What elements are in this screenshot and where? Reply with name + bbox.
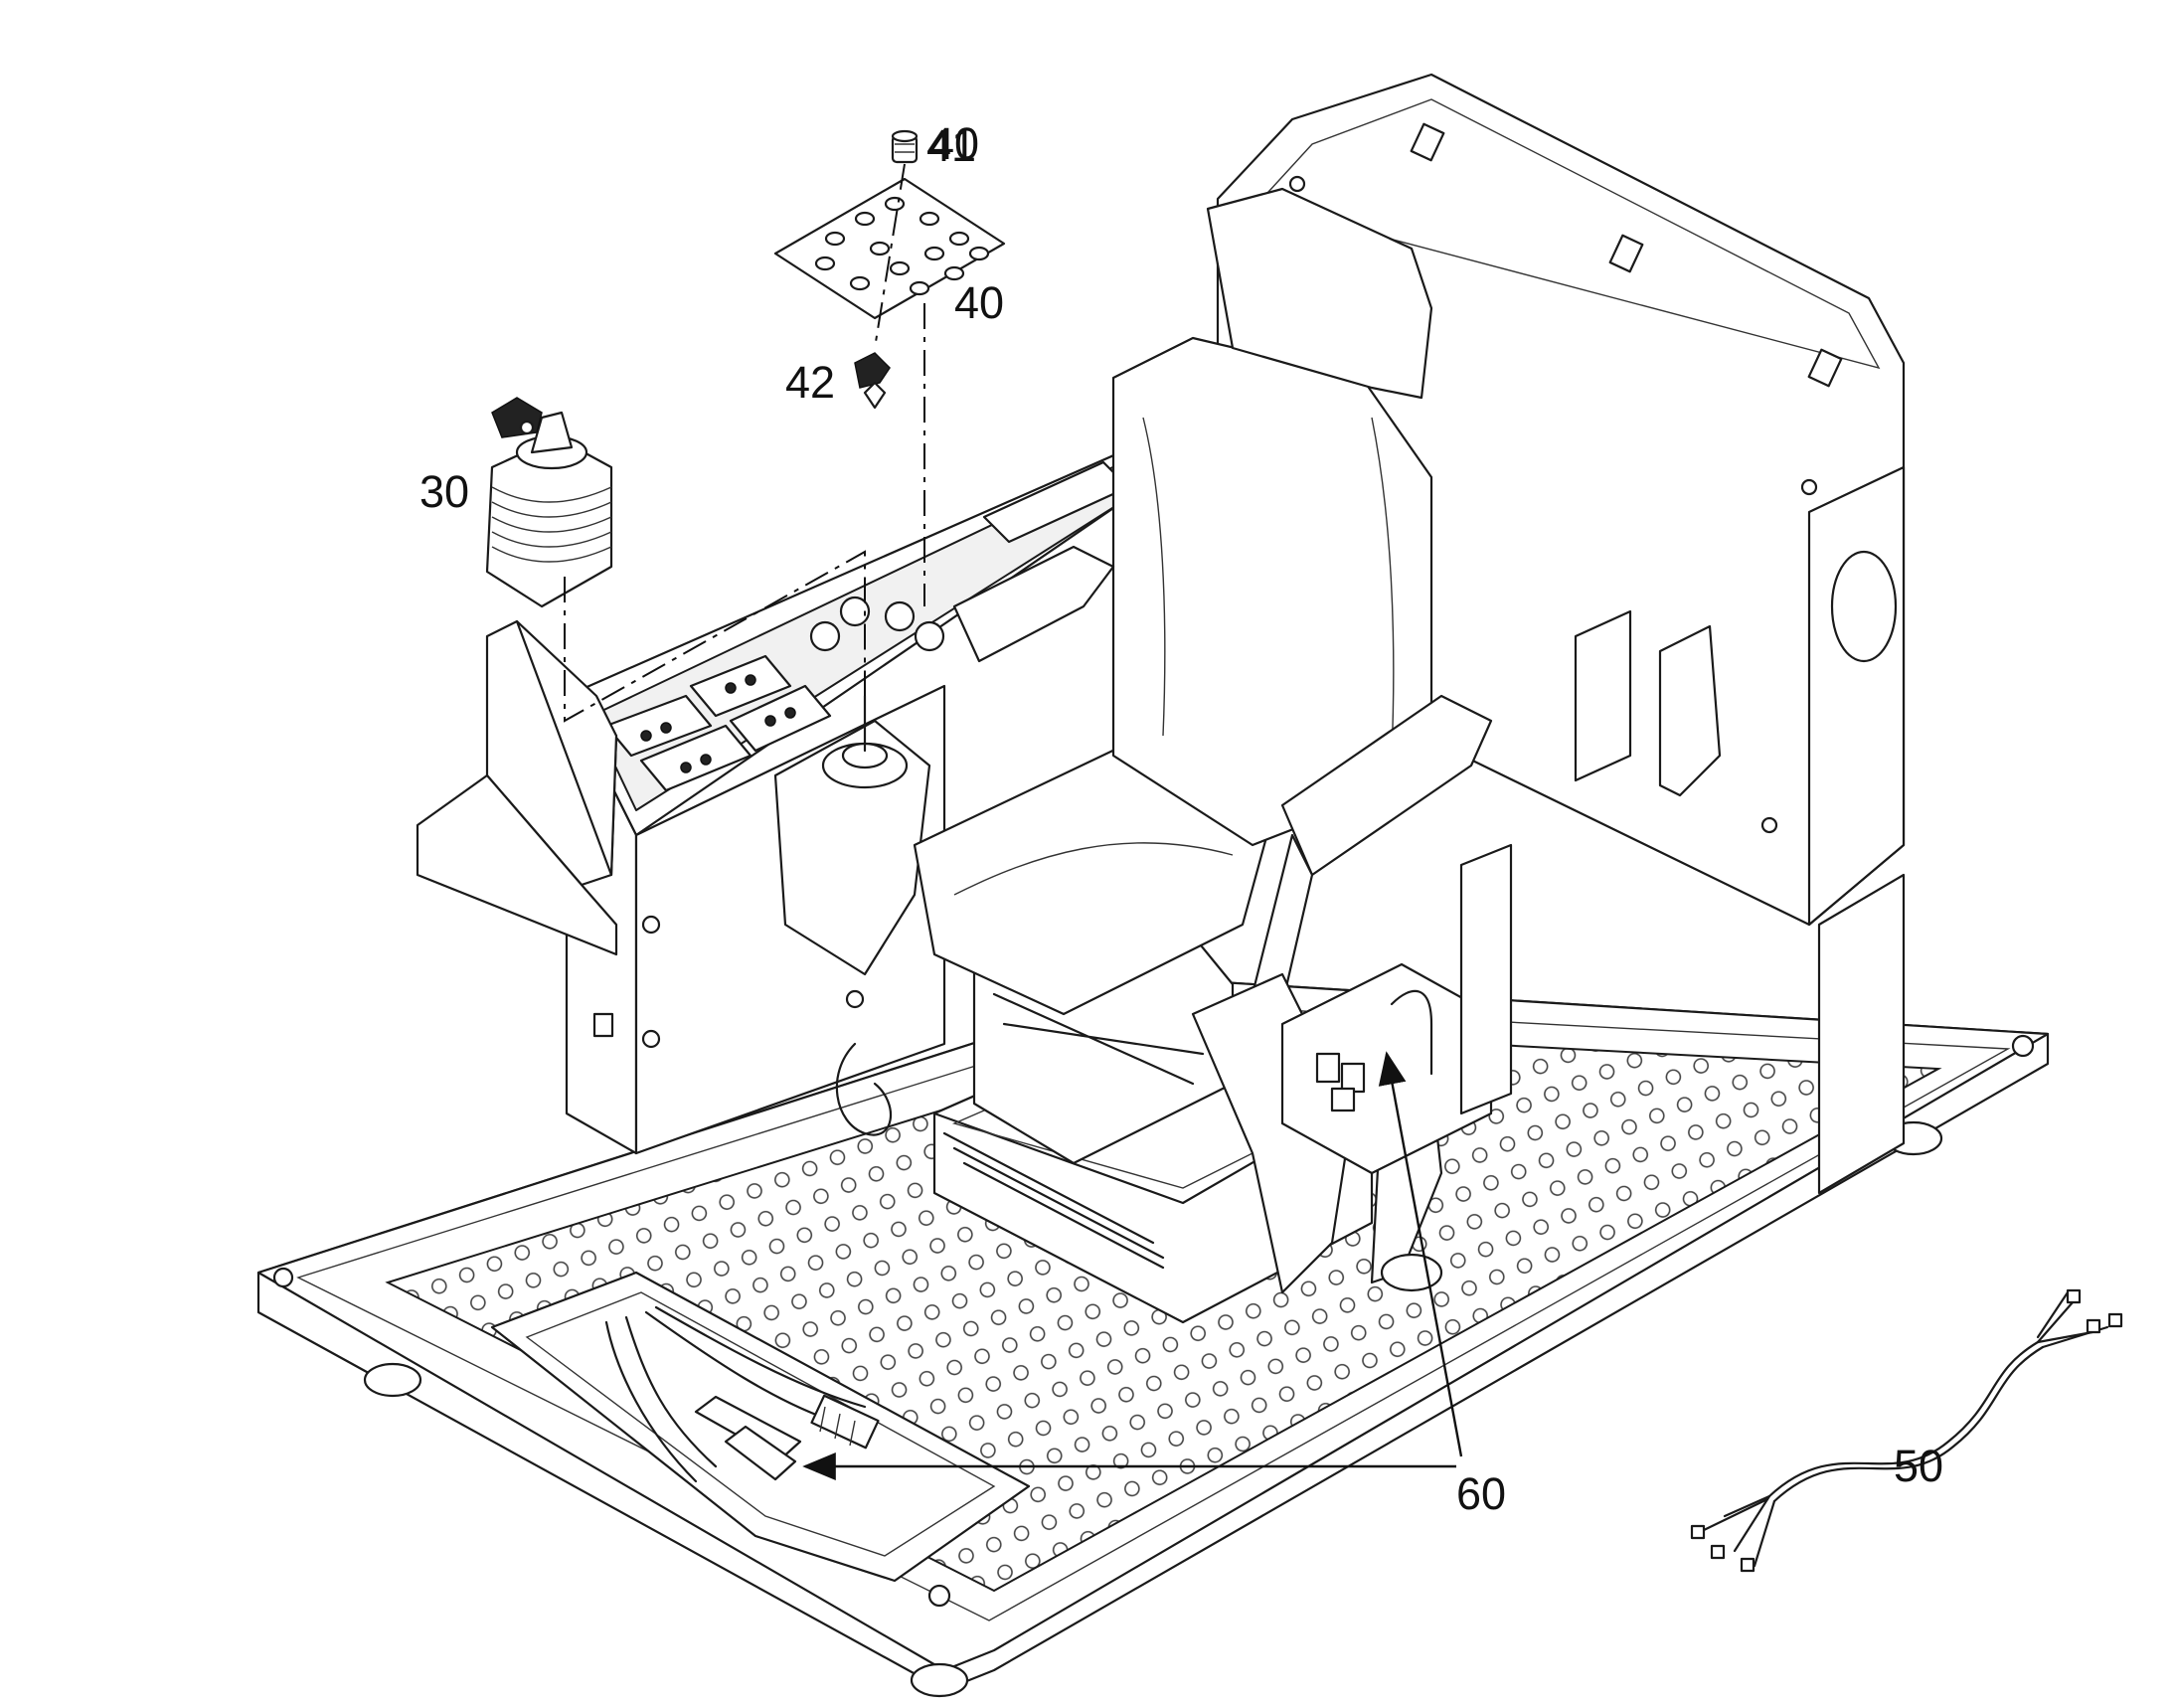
joystick-part-30 xyxy=(485,397,613,608)
switch-panel xyxy=(604,654,832,792)
platform-foot xyxy=(363,1362,422,1398)
callout-41-label: 41 xyxy=(926,120,976,171)
hinge xyxy=(1608,234,1644,273)
platform-foot xyxy=(910,1662,969,1698)
switch-part-42 xyxy=(854,352,891,410)
floor-cutout xyxy=(490,1271,1031,1583)
wall-port xyxy=(1830,550,1898,663)
plate-holes xyxy=(814,196,990,296)
side-handle-bracket xyxy=(1574,609,1632,782)
pedestal-vents xyxy=(942,1131,1165,1270)
switch-plate-part-40 xyxy=(773,177,1006,320)
callout-30-label: 30 xyxy=(419,466,469,517)
side-monitor xyxy=(416,619,618,956)
callout-42-label: 42 xyxy=(785,357,835,408)
seat-rail xyxy=(1459,843,1513,1115)
leader-60-box xyxy=(1378,1051,1463,1457)
callout-labels: 40 41 40 42 30 50 60 xyxy=(419,118,1943,1519)
callout-41: 40 xyxy=(929,118,979,169)
bolt xyxy=(2011,1034,2035,1058)
callout-40-label: 40 xyxy=(954,277,1004,328)
operator-seat xyxy=(835,187,1513,1324)
knob-part-41 xyxy=(891,129,919,164)
bolt xyxy=(272,1267,294,1288)
hinge xyxy=(1807,348,1843,388)
assembly-lines xyxy=(564,163,925,723)
callout-60-label: 60 xyxy=(1456,1468,1506,1519)
leader-lines xyxy=(802,1051,1463,1480)
bolt xyxy=(927,1584,951,1608)
joystick-mount xyxy=(773,694,931,976)
console-label xyxy=(592,1012,614,1038)
harness-connector xyxy=(694,1394,880,1481)
hinge xyxy=(1410,122,1445,162)
coiled-cable xyxy=(835,1042,893,1136)
callout-50-label: 50 xyxy=(1894,1441,1943,1491)
grab-handle xyxy=(1658,624,1722,797)
cable-harness-part-50 xyxy=(1690,1288,2123,1573)
